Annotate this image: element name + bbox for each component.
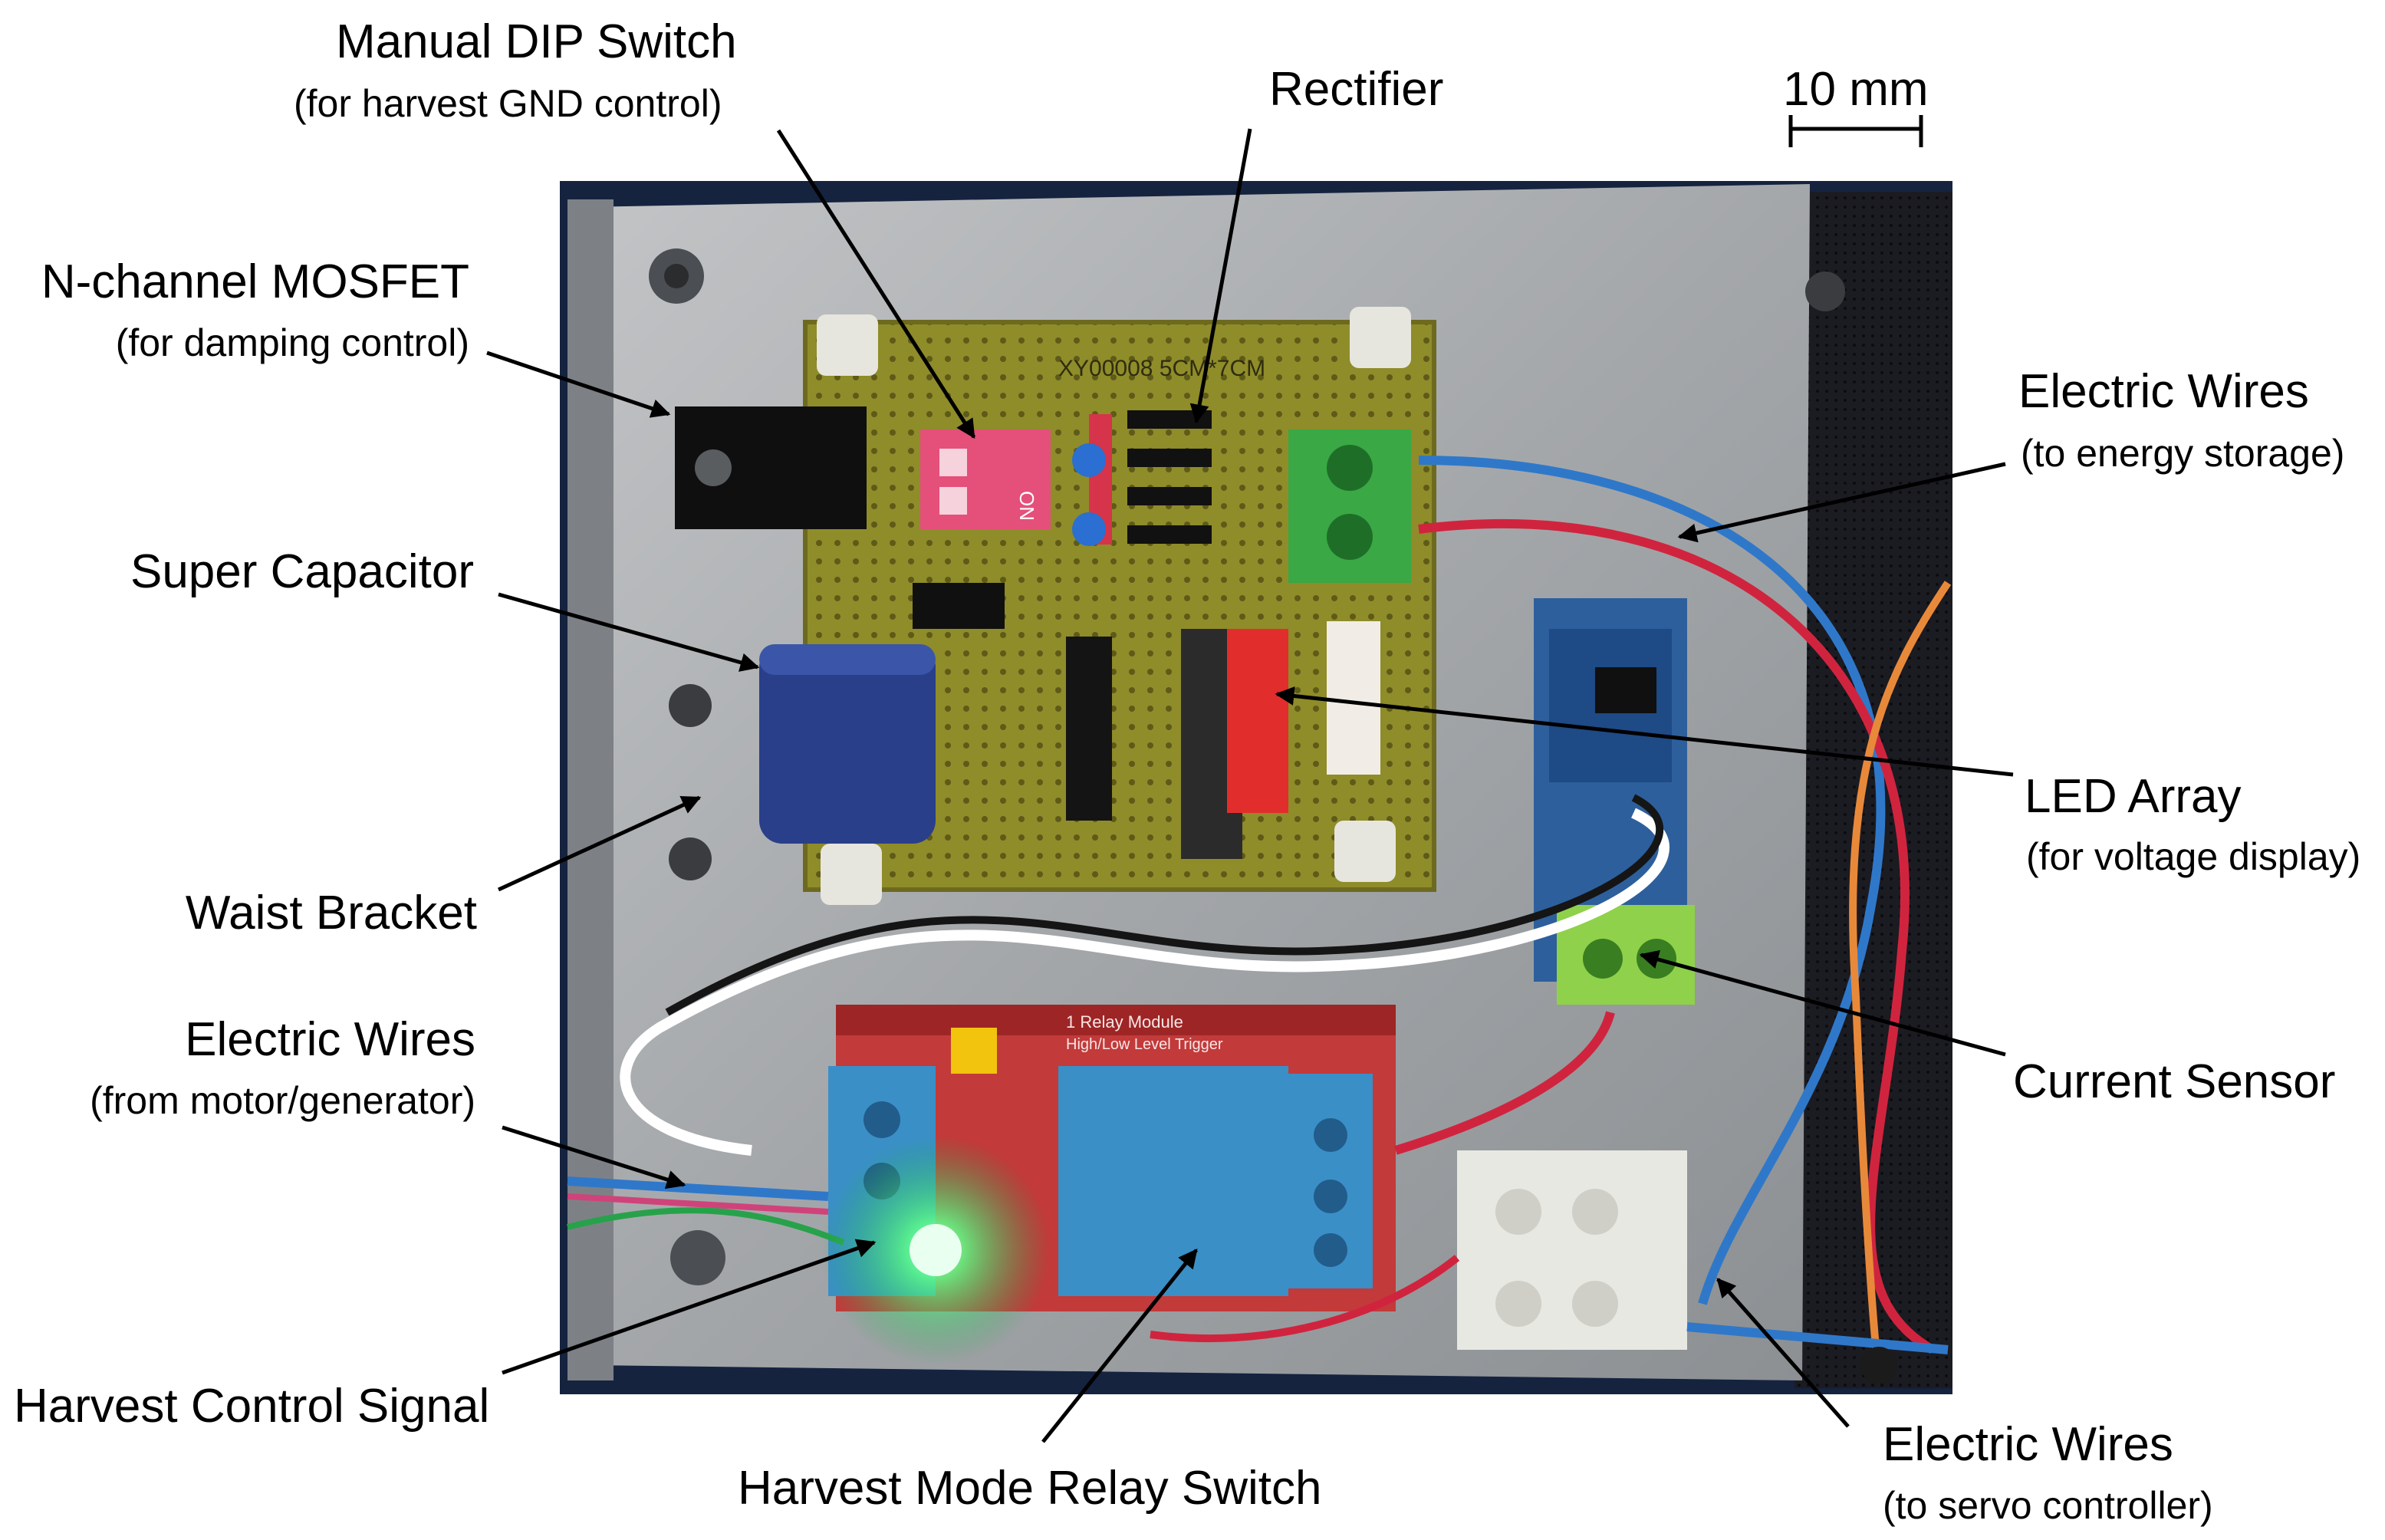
label-wires-storage-title: Electric Wires: [2018, 365, 2309, 418]
label-led-subtitle: (for voltage display): [2026, 835, 2361, 878]
arrow-current: [1639, 949, 2006, 1057]
arrow-bracket: [497, 795, 702, 892]
label-wires-servo-title: Electric Wires: [1883, 1418, 2173, 1471]
label-wires-storage-subtitle: (to energy storage): [2021, 432, 2345, 475]
label-wires-motor-subtitle: (from motor/generator): [90, 1079, 475, 1122]
label-wires-motor-title: Electric Wires: [185, 1013, 475, 1066]
label-wires-servo-subtitle: (to servo controller): [1883, 1484, 2213, 1527]
label-current-sensor: Current Sensor: [2013, 1055, 2336, 1108]
scale-bar-label: 10 mm: [1783, 63, 1929, 116]
pcb-marking: XY00008 5CM*7CM: [1058, 356, 1265, 381]
label-dip-subtitle: (for harvest GND control): [294, 82, 722, 125]
arrow-supercap: [498, 592, 760, 672]
scale-bar: [1788, 115, 1923, 147]
label-bracket: Waist Bracket: [185, 887, 477, 939]
label-supercap: Super Capacitor: [130, 545, 474, 598]
arrow-relay: [1041, 1249, 1198, 1443]
label-rectifier: Rectifier: [1269, 63, 1444, 116]
arrow-wires-motor: [502, 1125, 686, 1190]
label-led-title: LED Array: [2025, 770, 2242, 823]
arrow-led: [1275, 686, 2014, 777]
label-relay-switch: Harvest Mode Relay Switch: [738, 1462, 1322, 1515]
relay-module-text: 1 Relay Module: [1066, 1012, 1183, 1032]
arrow-wires-servo: [1716, 1278, 1850, 1428]
relay-trigger-text: High/Low Level Trigger: [1066, 1036, 1223, 1053]
label-dip-title: Manual DIP Switch: [336, 15, 737, 68]
arrow-dip: [776, 129, 976, 439]
dip-on-text: ON: [1015, 491, 1038, 521]
arrow-mosfet: [486, 350, 671, 418]
arrow-harvest-signal: [502, 1239, 877, 1375]
arrow-rectifier: [1189, 128, 1252, 424]
label-mosfet-subtitle: (for damping control): [115, 321, 469, 364]
label-harvest-signal: Harvest Control Signal: [14, 1380, 490, 1433]
arrow-wires-storage: [1677, 462, 2006, 543]
label-mosfet-title: N-channel MOSFET: [41, 255, 469, 308]
